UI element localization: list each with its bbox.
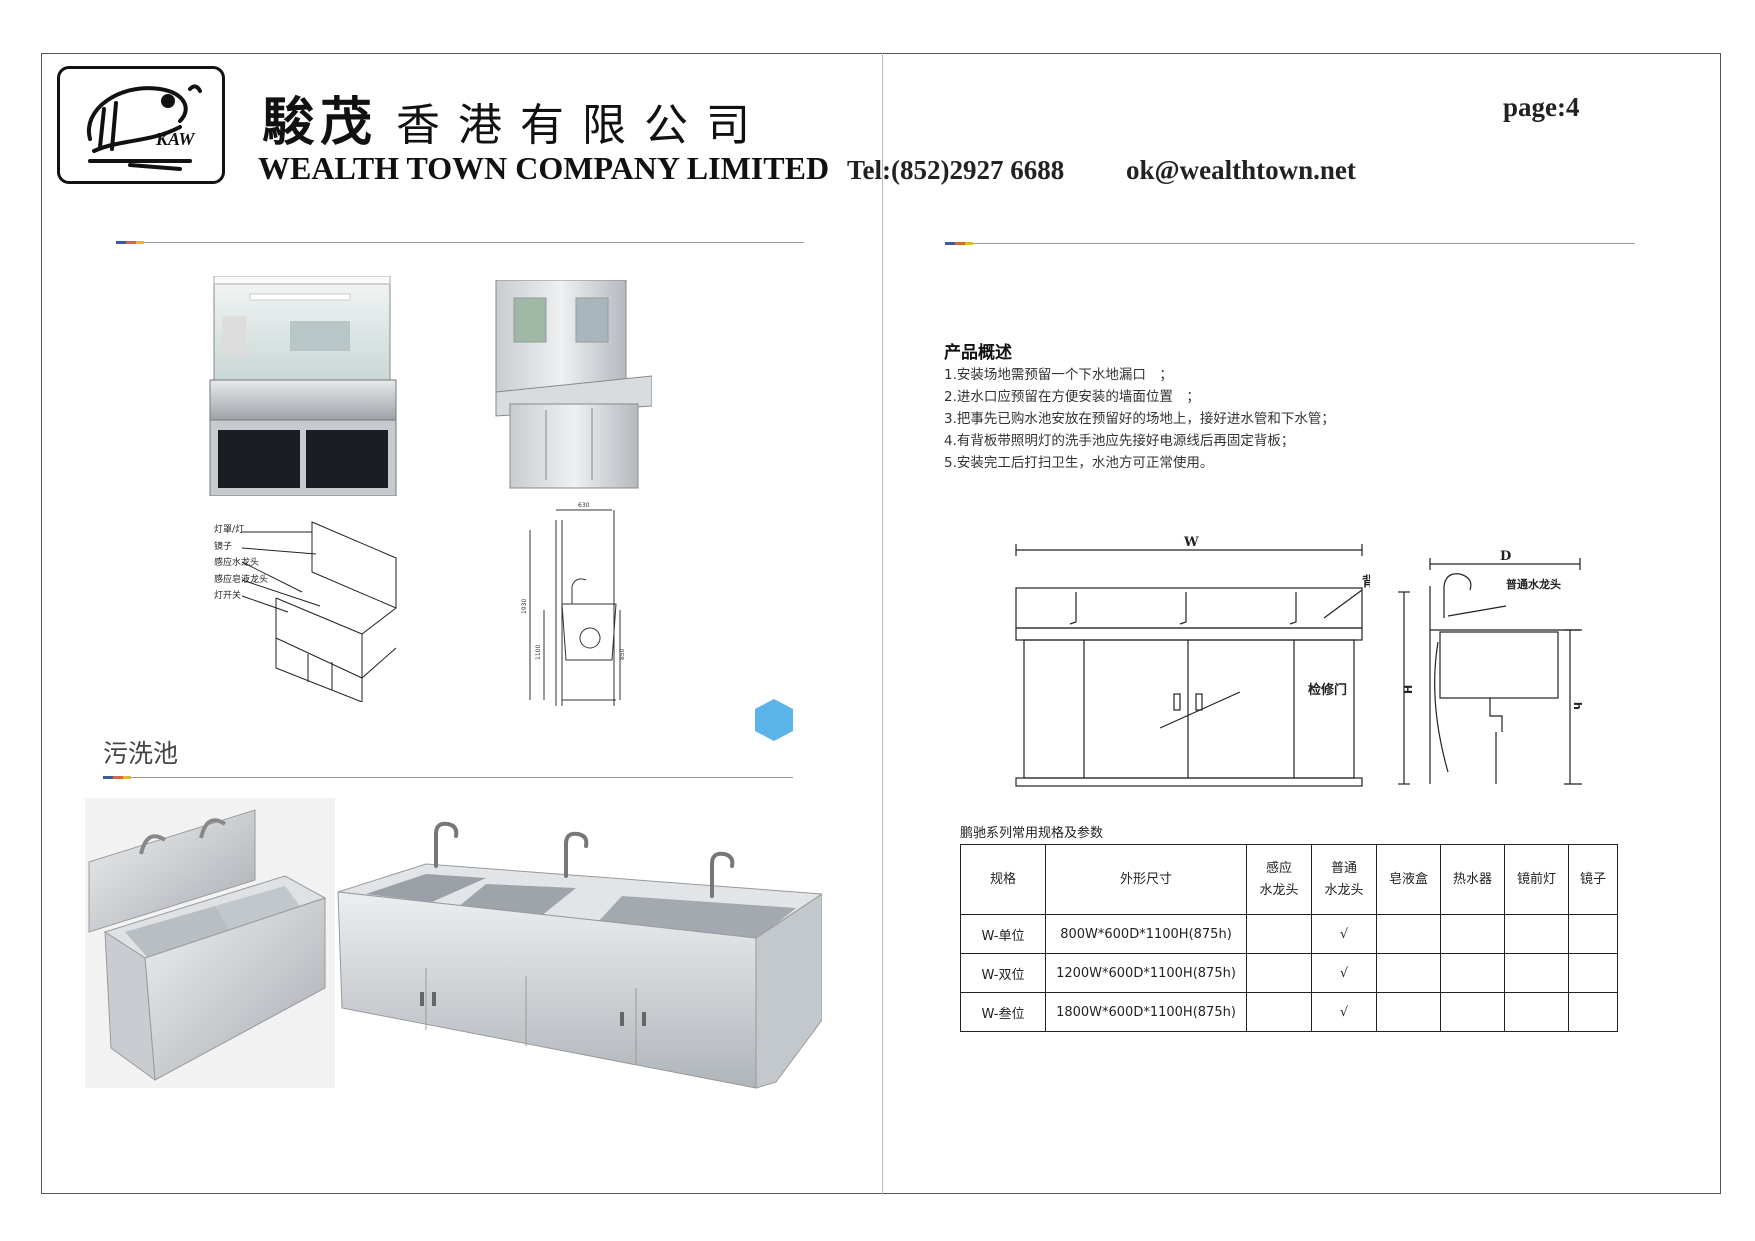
logo-kaw-text: KAW	[155, 129, 196, 149]
diagram-label-light-switch: 灯开关	[214, 591, 242, 601]
header-cell-regular-faucet: 普通 水龙头	[1311, 844, 1377, 915]
cell-model: W-叁位	[960, 992, 1046, 1032]
cell-model: W-双位	[960, 953, 1046, 993]
cell-mirror	[1568, 914, 1618, 954]
rule-accent	[116, 241, 144, 244]
drawing-label-faucet: 普通水龙头	[1506, 577, 1561, 591]
front-elevation-drawing: W 背板 检修门	[1010, 532, 1370, 788]
diagram-label-list: 灯罩/灯 镜子 感应水龙头 感应皂液龙头 灯开关	[214, 522, 268, 605]
section-rule-right-top	[945, 243, 1635, 244]
overview-list: 1.安装场地需预留一个下水地漏口 ； 2.进水口应预留在方便安装的墙面位置 ； …	[944, 364, 1335, 474]
drawing-label-width: W	[1183, 535, 1199, 550]
rule-accent	[103, 776, 131, 779]
phone-number: Tel:(852)2927 6688	[847, 155, 1065, 185]
dim-label-1930: 1930	[521, 599, 528, 614]
page-number: page:4	[1503, 92, 1580, 122]
header-cell-sensor-faucet: 感应 水龙头	[1246, 844, 1312, 915]
product-photo-triple-slop-sink	[336, 820, 822, 1092]
overview-item: 2.进水口应预留在方便安装的墙面位置 ；	[944, 389, 1200, 405]
company-name-cn-main: 駿茂	[262, 92, 379, 153]
diagram-label-lamp: 灯罩/灯	[214, 525, 245, 535]
company-name-cn-rest: 香港有限公司	[396, 100, 769, 151]
company-name-en: WEALTH TOWN COMPANY LIMITED	[258, 150, 830, 186]
header-cell-mirror: 镜子	[1568, 844, 1618, 915]
cell-sensor-faucet	[1246, 953, 1312, 993]
dim-label-630: 630	[578, 502, 590, 509]
overview-item: 5.安装完工后打扫卫生，水池方可正常使用。	[944, 455, 1214, 471]
header-cell-mirror-light: 镜前灯	[1504, 844, 1569, 915]
product-photo-sink-with-mirror	[200, 276, 406, 496]
section-rule-left-bottom	[103, 777, 793, 778]
header-cell-dimensions: 外形尺寸	[1045, 844, 1247, 915]
cell-model: W-单位	[960, 914, 1046, 954]
cell-mirror-light	[1504, 914, 1569, 954]
hexagon-decoration-icon	[755, 699, 793, 741]
dim-label-850: 850	[619, 648, 626, 660]
section-rule-left-top	[116, 242, 804, 243]
cell-regular-faucet: √	[1311, 992, 1377, 1032]
overview-item: 3.把事先已购水池安放在预留好的场地上，接好进水管和下水管；	[944, 411, 1335, 427]
email-address[interactable]: ok@wealthtown.net	[1126, 155, 1356, 185]
table-row: W-双位 1200W*600D*1100H(875h) √	[960, 953, 1618, 993]
table-row: W-叁位 1800W*600D*1100H(875h) √	[960, 992, 1618, 1032]
table-header-row: 规格 外形尺寸 感应 水龙头 普通 水龙头 皂液盒 热水器 镜前灯 镜子	[960, 844, 1618, 915]
spec-table: 规格 外形尺寸 感应 水龙头 普通 水龙头 皂液盒 热水器 镜前灯 镜子 W-单…	[960, 844, 1618, 1032]
drawing-label-backboard: 背板	[1362, 574, 1370, 590]
page-divider	[882, 53, 883, 1194]
drawing-label-height: H	[1402, 685, 1415, 694]
cell-soap-box	[1376, 914, 1441, 954]
cell-dimensions: 1200W*600D*1100H(875h)	[1045, 953, 1247, 993]
labelled-sink-diagram: 灯罩/灯 镜子 感应水龙头 感应皂液龙头 灯开关	[212, 518, 408, 702]
header-cell-model: 规格	[960, 844, 1046, 915]
page-frame	[41, 53, 1721, 1194]
cell-mirror-light	[1504, 992, 1569, 1032]
cell-water-heater	[1440, 992, 1505, 1032]
drawing-label-counter-height: h	[1571, 702, 1584, 710]
cell-dimensions: 1800W*600D*1100H(875h)	[1045, 992, 1247, 1032]
diagram-label-soap-dispenser: 感应皂液龙头	[214, 574, 269, 585]
cell-sensor-faucet	[1246, 992, 1312, 1032]
diagram-label-mirror: 镜子	[214, 541, 233, 552]
side-elevation-diagram: 630 1930 1100 850	[520, 500, 630, 710]
section-title-slop-sink: 污洗池	[103, 739, 179, 768]
cell-regular-faucet: √	[1311, 914, 1377, 954]
cell-soap-box	[1376, 953, 1441, 993]
header-cell-soap-box: 皂液盒	[1376, 844, 1441, 915]
drawing-label-depth: D	[1500, 549, 1511, 564]
product-photo-double-sink-backboard	[494, 280, 652, 492]
cell-soap-box	[1376, 992, 1441, 1032]
cell-mirror	[1568, 953, 1618, 993]
cell-mirror	[1568, 992, 1618, 1032]
table-caption: 鹏驰系列常用规格及参数	[960, 826, 1104, 841]
company-logo: KAW	[57, 66, 225, 184]
rule-accent	[945, 242, 973, 245]
diagram-label-sensor-faucet: 感应水龙头	[214, 558, 260, 568]
cell-water-heater	[1440, 953, 1505, 993]
cell-mirror-light	[1504, 953, 1569, 993]
side-section-drawing: D 普通水龙头 H h	[1398, 546, 1588, 788]
header-cell-water-heater: 热水器	[1440, 844, 1505, 915]
overview-title: 产品概述	[944, 343, 1012, 363]
cell-water-heater	[1440, 914, 1505, 954]
drawing-label-access-door: 检修门	[1308, 682, 1347, 698]
overview-item: 1.安装场地需预留一个下水地漏口 ；	[944, 367, 1173, 383]
cell-dimensions: 800W*600D*1100H(875h)	[1045, 914, 1247, 954]
table-row: W-单位 800W*600D*1100H(875h) √	[960, 914, 1618, 954]
cell-sensor-faucet	[1246, 914, 1312, 954]
dim-label-1100: 1100	[535, 645, 542, 660]
overview-item: 4.有背板带照明灯的洗手池应先接好电源线后再固定背板；	[944, 433, 1295, 449]
product-photo-double-slop-sink	[85, 798, 335, 1088]
cell-regular-faucet: √	[1311, 953, 1377, 993]
company-name-cn: 駿茂香港有限公司	[262, 80, 768, 155]
